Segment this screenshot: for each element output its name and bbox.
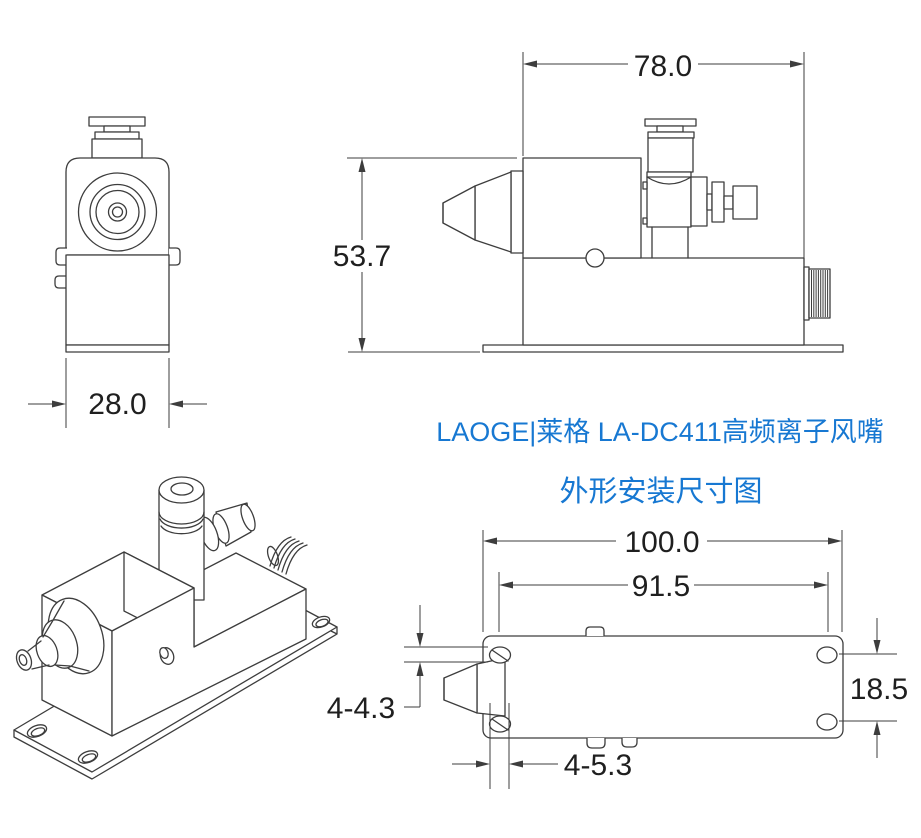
dim-hole-size-large: 4-5.3 <box>452 703 632 789</box>
dim-hole-size-small: 4-4.3 <box>327 605 488 725</box>
front-lower-body <box>65 254 170 346</box>
front-left-tab-2 <box>54 275 67 289</box>
dim-hole-pitch-length: 91.5 <box>498 570 829 632</box>
dim-hole-pitch-cross: 18.5 <box>839 618 908 758</box>
side-upper-body <box>522 157 642 259</box>
side-lower-body <box>522 257 805 346</box>
threaded-connector-side <box>803 266 831 321</box>
dim-base-length: 100.0 <box>482 526 843 632</box>
plate-screw-holes <box>488 646 838 733</box>
front-left-tab <box>55 247 67 266</box>
front-base-plate <box>65 344 170 353</box>
isometric-view <box>13 476 338 780</box>
mounting-plate <box>482 635 844 739</box>
side-body-hole <box>585 248 605 268</box>
iso-plate-holes <box>26 615 331 764</box>
front-right-tab <box>169 247 181 266</box>
nozzle-bottom <box>443 657 506 717</box>
side-view: 78.0 53.7 <box>333 50 844 353</box>
iso-front-face <box>111 587 307 737</box>
iso-side-connector <box>198 502 256 552</box>
dim-hole-pitch-cross-label: 18.5 <box>850 673 908 706</box>
dim-body-height-label: 53.7 <box>333 240 391 273</box>
iso-nozzle-cone <box>15 597 105 675</box>
section-title: 外形安装尺寸图 <box>559 475 762 508</box>
dim-body-height: 53.7 <box>333 157 517 353</box>
push-fitting-front <box>88 116 146 159</box>
elbow-fitting-side <box>642 118 758 259</box>
dim-hole-size-large-label: 4-5.3 <box>564 749 632 782</box>
dim-base-length-label: 100.0 <box>624 526 699 559</box>
nozzle-side <box>442 170 524 254</box>
dim-hole-size-small-label: 4-4.3 <box>327 692 395 725</box>
iso-threaded-connector <box>266 536 308 575</box>
dim-front-width: 28.0 <box>28 358 207 428</box>
dim-body-length-label: 78.0 <box>634 50 692 83</box>
nozzle-rings-front <box>77 172 158 252</box>
brand-title: LAOGE|莱格 LA-DC411高频离子风嘴 <box>436 417 884 447</box>
dim-body-length: 78.0 <box>522 50 805 258</box>
dim-front-width-label: 28.0 <box>88 388 146 421</box>
iso-side-knob <box>159 647 175 665</box>
bottom-view: 100.0 91.5 18.5 4-4.3 4-5.3 <box>327 526 908 789</box>
front-view: 28.0 <box>28 116 207 428</box>
dim-hole-pitch-length-label: 91.5 <box>632 570 690 603</box>
side-base-plate <box>482 344 844 353</box>
plate-edge-tabs <box>585 626 638 749</box>
